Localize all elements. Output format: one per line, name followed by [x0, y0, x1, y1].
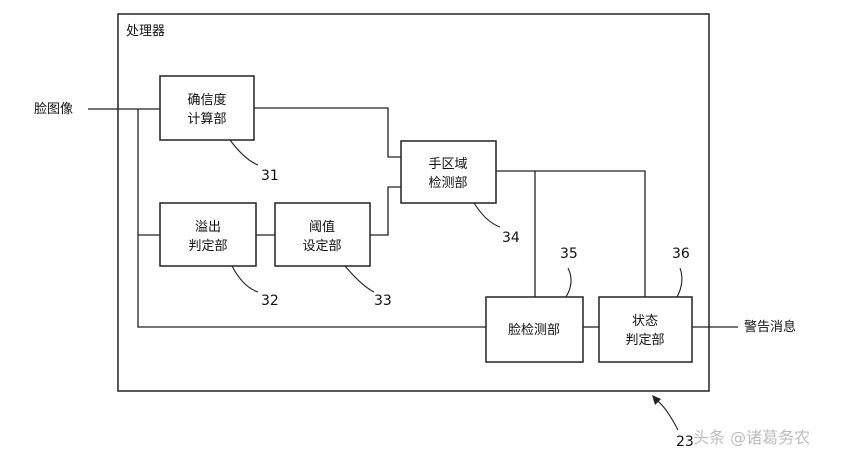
confidence-label-1: 确信度: [187, 92, 226, 108]
block-hand-region-detection: 手区域 检测部: [400, 140, 497, 204]
watermark: 头条 @诸葛务农: [693, 428, 810, 447]
processor-title: 处理器: [126, 24, 165, 39]
reference-leaders: [229, 139, 683, 431]
block-threshold-setting: 阈值 设定部: [274, 202, 371, 267]
ref-36: 36: [672, 246, 690, 262]
block-state-judgment: 状态 判定部: [598, 296, 693, 363]
hand-to-state-line: [496, 170, 646, 297]
ref-33: 33: [374, 293, 392, 309]
reference-arrow-icon: [652, 395, 661, 405]
warning-message-label: 警告消息: [744, 319, 796, 335]
confidence-label-2: 计算部: [187, 112, 226, 127]
block-overflow-judgment: 溢出 判定部: [159, 202, 257, 267]
face-label: 脸检测部: [508, 323, 560, 338]
overflow-label-1: 溢出: [195, 220, 221, 235]
ref-34: 34: [502, 230, 520, 246]
block-face-detection: 脸检测部: [485, 296, 584, 363]
threshold-label-2: 设定部: [302, 239, 341, 254]
ref-23: 23: [676, 434, 694, 450]
block-confidence-calculation: 确信度 计算部: [159, 75, 255, 141]
state-label-2: 判定部: [625, 333, 664, 348]
confidence-to-hand-line: [254, 107, 401, 158]
trunk-to-face-line: [137, 109, 486, 328]
ref-31: 31: [261, 168, 279, 184]
state-label-1: 状态: [632, 314, 658, 329]
threshold-to-hand-line: [370, 186, 401, 236]
connection-lines: [88, 107, 738, 328]
hand-label-2: 检测部: [428, 176, 467, 191]
hand-label-1: 手区域: [428, 157, 467, 172]
threshold-label-1: 阈值: [309, 219, 335, 235]
ref-35: 35: [560, 246, 578, 262]
ref-32: 32: [261, 293, 279, 309]
overflow-label-2: 判定部: [188, 239, 227, 254]
face-image-label: 脸图像: [34, 102, 73, 117]
